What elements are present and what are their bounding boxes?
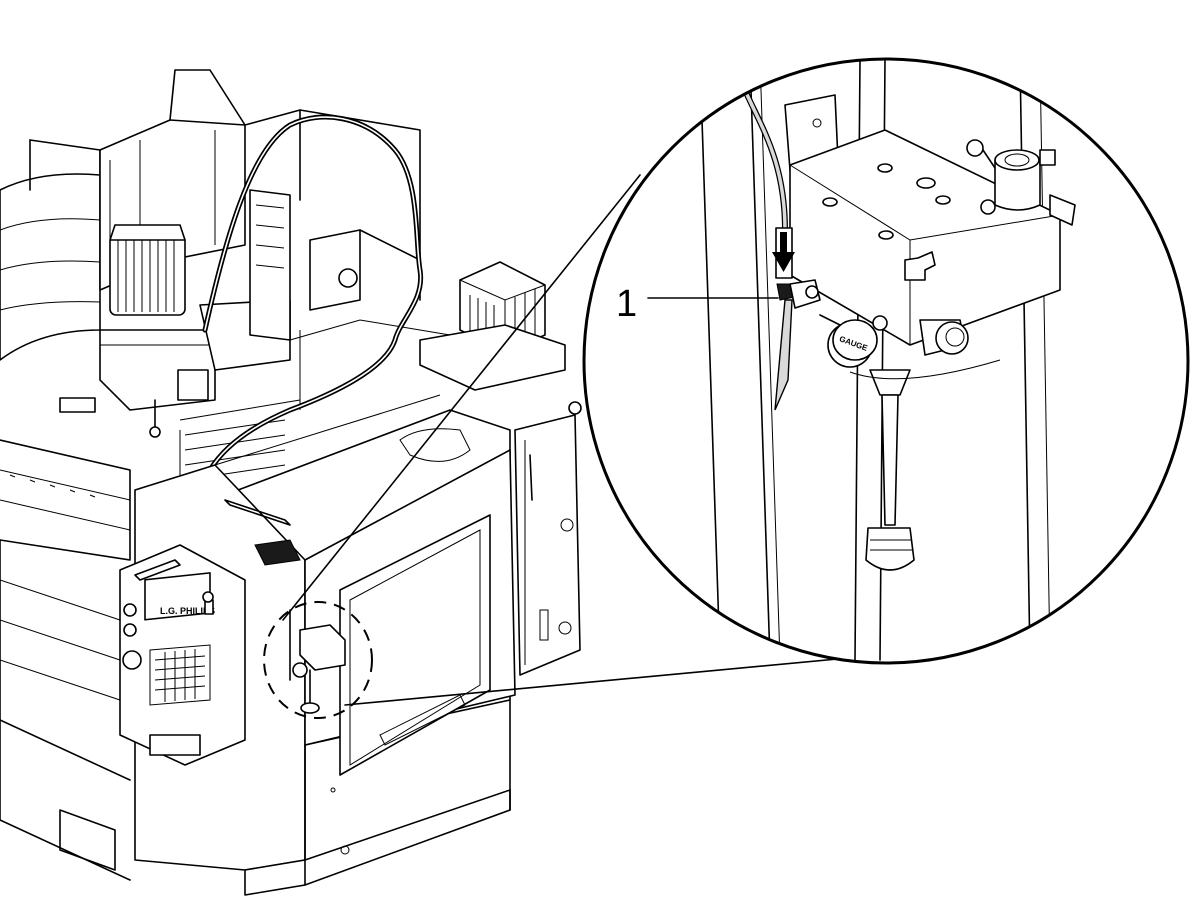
side-door [514,401,582,676]
electrical-box [419,261,566,391]
pendant-brand-label: L.G. PHILIPS [160,606,215,616]
enclosure-back [179,109,481,500]
callout-number: 1 [616,283,637,325]
detail-view: GAUGE [582,57,1190,665]
drain-bowl [865,527,915,571]
detail-marker-circle [263,601,373,719]
detail-leader-lines [282,174,881,706]
down-arrow-icon [772,232,795,272]
spindle-column [59,69,291,438]
machine-overview: L.G. PHILIPS [0,69,582,896]
machine-base-left [0,439,131,881]
tool-changer-drum [0,139,101,361]
callout-1: 1 [616,283,779,325]
detail-circle-frame [582,57,1190,665]
control-pendant: L.G. PHILIPS [119,544,246,766]
regulator-small [289,609,346,714]
